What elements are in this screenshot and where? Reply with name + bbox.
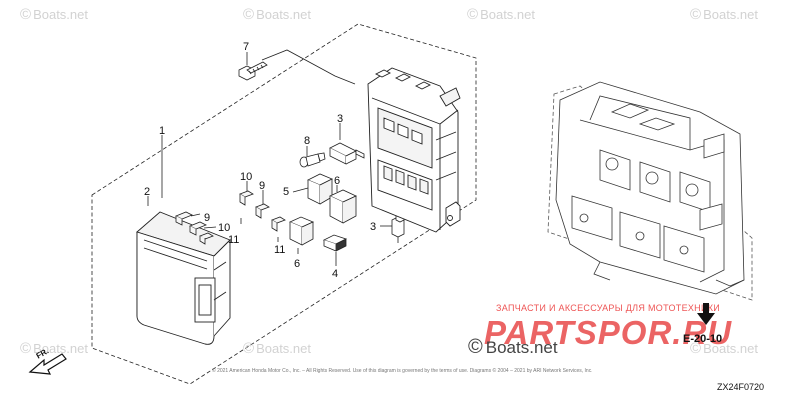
callout-3a: 3 bbox=[337, 113, 343, 125]
front-direction-arrow bbox=[28, 353, 67, 375]
legal-text: © 2021 American Honda Motor Co., Inc. – … bbox=[212, 368, 592, 374]
callout-10b: 10 bbox=[218, 222, 230, 234]
reference-arrow-icon bbox=[697, 313, 715, 325]
socket bbox=[299, 152, 326, 168]
sensor-upper bbox=[329, 142, 365, 165]
callout-9b: 9 bbox=[204, 212, 210, 224]
callouts: 1 2 7 3 8 5 6 10 9 9 10 11 11 6 4 3 bbox=[144, 41, 376, 280]
callout-2: 2 bbox=[144, 186, 150, 198]
fuse-box-cover bbox=[136, 211, 231, 345]
bolt bbox=[238, 61, 268, 81]
callout-11b: 11 bbox=[228, 234, 239, 246]
brand-logo-text: PARTSPOR.RU bbox=[484, 314, 733, 351]
reference-label[interactable]: E-20-10 bbox=[683, 333, 723, 345]
assembly-boundary bbox=[91, 23, 477, 385]
callout-10a: 10 bbox=[240, 171, 252, 183]
boats-watermark-large: ©Boats.net bbox=[468, 336, 558, 358]
callout-3b: 3 bbox=[370, 221, 376, 233]
watermark: ©Boats.net bbox=[690, 6, 758, 23]
relay-6-lower bbox=[288, 216, 315, 246]
watermark: ©Boats.net bbox=[467, 6, 535, 23]
callout-6b: 6 bbox=[294, 258, 300, 270]
cover-fuses bbox=[175, 211, 214, 245]
loose-fuses bbox=[239, 190, 286, 232]
callout-4: 4 bbox=[332, 268, 338, 280]
callout-7: 7 bbox=[243, 41, 249, 53]
connector-4 bbox=[322, 234, 348, 252]
relay-5 bbox=[307, 173, 333, 205]
promo-text: ЗАПЧАСТИ И АКСЕССУАРЫ ДЛЯ МОТОТЕХНИКИ bbox=[496, 303, 721, 313]
watermark: ©Boats.net bbox=[243, 6, 311, 23]
relay-6-upper bbox=[329, 189, 357, 224]
watermark: ©Boats.net bbox=[20, 6, 88, 23]
engine-block bbox=[555, 81, 745, 295]
callout-6a: 6 bbox=[334, 175, 340, 187]
diagram-code: ZX24F0720 bbox=[716, 382, 764, 392]
engine-boundary bbox=[547, 85, 753, 301]
callout-1: 1 bbox=[159, 125, 165, 137]
watermark: ©Boats.net bbox=[20, 340, 88, 357]
callout-9a: 9 bbox=[259, 180, 265, 192]
main-fuse-box bbox=[367, 67, 461, 233]
watermark: ©Boats.net bbox=[690, 340, 758, 357]
reference-arrow-stem bbox=[703, 303, 709, 314]
callout-11a: 11 bbox=[274, 244, 285, 256]
watermark: ©Boats.net bbox=[243, 340, 311, 357]
callout-5: 5 bbox=[283, 186, 289, 198]
callout-8: 8 bbox=[304, 135, 310, 147]
